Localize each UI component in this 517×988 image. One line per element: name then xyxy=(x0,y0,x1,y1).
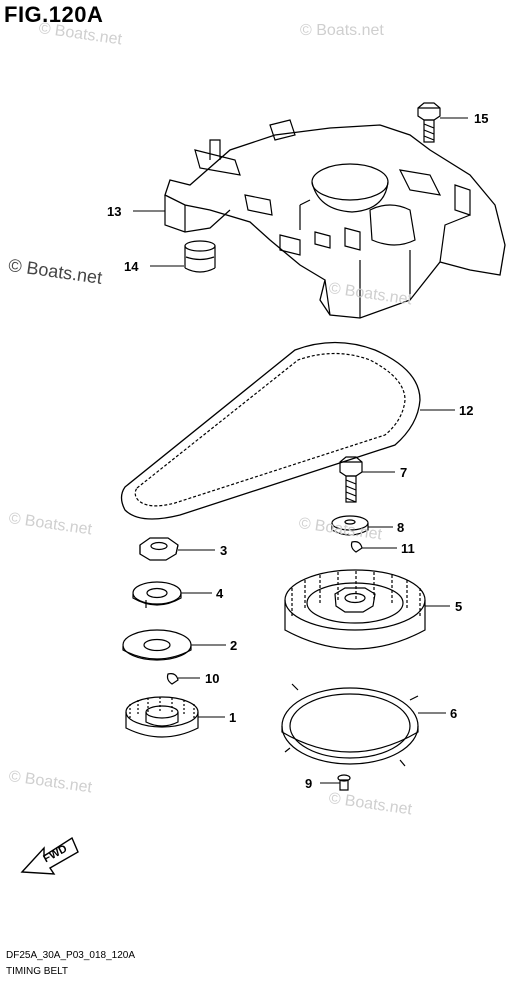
part-14-grommet xyxy=(184,240,216,273)
part-8-washer xyxy=(331,515,369,536)
callout-11: 11 xyxy=(401,541,415,556)
callout-3: 3 xyxy=(220,543,227,558)
fwd-arrow-icon: FWD xyxy=(20,836,79,875)
part-4-washer-plate xyxy=(132,581,182,608)
watermark: © Boats.net xyxy=(300,22,384,39)
callout-12: 12 xyxy=(459,403,473,418)
part-15-bolt xyxy=(417,102,441,143)
callout-2: 2 xyxy=(230,638,237,653)
part-6-sensor-ring xyxy=(281,683,419,767)
callout-10: 10 xyxy=(205,671,219,686)
part-13-belt-cover xyxy=(164,119,506,319)
callout-14: 14 xyxy=(124,259,139,274)
part-1-crank-pulley xyxy=(125,696,199,738)
part-10-key xyxy=(166,673,179,685)
callout-5: 5 xyxy=(455,599,462,614)
callout-13: 13 xyxy=(107,204,121,219)
callout-labels: 15 13 14 12 7 8 11 3 5 4 2 10 1 6 9 xyxy=(107,111,488,791)
callout-9: 9 xyxy=(305,776,312,791)
callout-7: 7 xyxy=(400,465,407,480)
figure-code: DF25A_30A_P03_018_120A xyxy=(6,950,135,961)
callout-8: 8 xyxy=(397,520,404,535)
callout-1: 1 xyxy=(229,710,236,725)
part-5-cam-pulley xyxy=(284,569,426,650)
figure-caption: TIMING BELT xyxy=(6,966,69,977)
part-3-nut xyxy=(139,537,179,561)
leader-lines xyxy=(133,117,468,784)
part-9-screw xyxy=(337,774,351,791)
callout-4: 4 xyxy=(216,586,224,601)
part-12-timing-belt xyxy=(120,341,421,520)
figure-title: FIG.120A xyxy=(4,2,104,27)
callout-6: 6 xyxy=(450,706,457,721)
part-2-washer xyxy=(122,629,192,661)
part-7-bolt xyxy=(339,456,363,503)
callout-15: 15 xyxy=(474,111,488,126)
part-11-key xyxy=(350,541,363,553)
